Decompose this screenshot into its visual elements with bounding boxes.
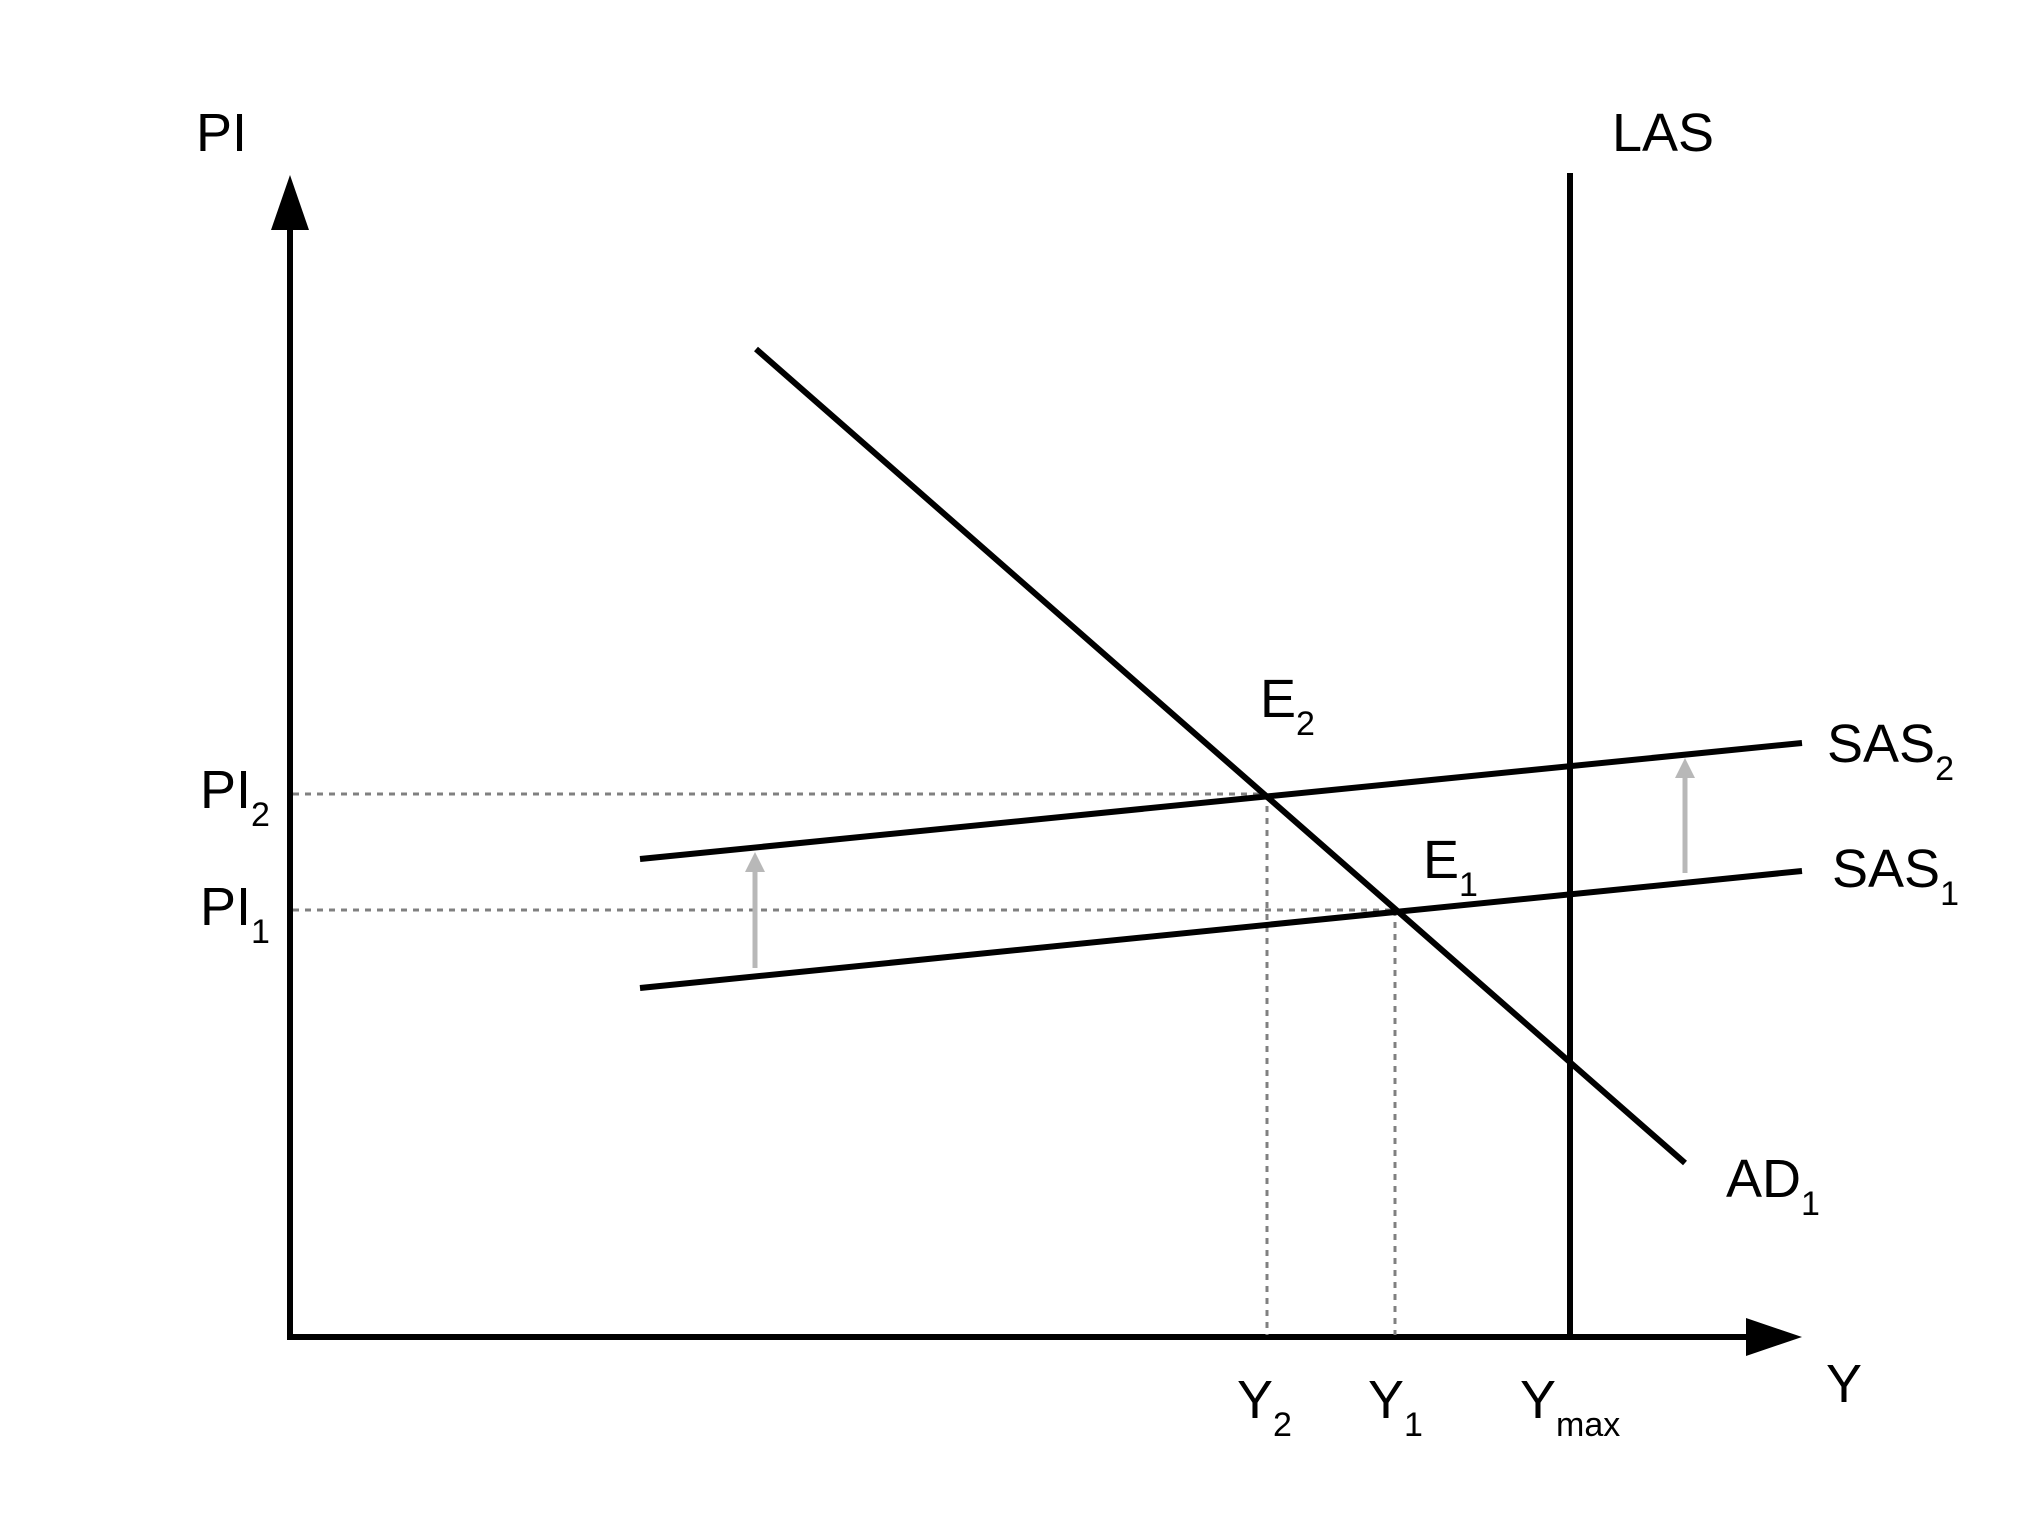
e1-label: E1 (1423, 830, 1478, 904)
ymax-tick-sub: max (1556, 1406, 1620, 1444)
pi1-tick-sub: 1 (251, 913, 270, 951)
y2-tick-sub: 2 (1273, 1406, 1292, 1444)
ymax-tick-label: Ymax (1520, 1370, 1620, 1444)
y1-tick-sub: 1 (1404, 1406, 1423, 1444)
sas1-label-main: SAS (1832, 839, 1940, 899)
las-label: LAS (1612, 103, 1714, 163)
e2-label: E2 (1260, 669, 1315, 743)
y-axis-arrowhead (271, 175, 309, 230)
pi2-tick-sub: 2 (251, 796, 270, 834)
ad-label-main: AD (1726, 1149, 1801, 1209)
pi2-tick-main: PI (200, 760, 251, 820)
pi1-tick-main: PI (200, 877, 251, 937)
sas2-label-main: SAS (1827, 714, 1935, 774)
sas1-label-sub: 1 (1940, 875, 1959, 913)
ad-label: AD1 (1726, 1149, 1820, 1223)
pi1-tick-label: PI1 (200, 877, 270, 951)
x-axis-arrowhead (1746, 1318, 1802, 1356)
y-axis-label: PI (196, 103, 247, 163)
ad-label-sub: 1 (1801, 1185, 1820, 1223)
sas2-line (639, 740, 1803, 862)
sas1-line (639, 868, 1803, 991)
e1-label-sub: 1 (1459, 866, 1478, 904)
ymax-tick-main: Y (1520, 1370, 1556, 1430)
sas2-label: SAS2 (1827, 714, 1954, 788)
sas1-label: SAS1 (1832, 839, 1959, 913)
x-axis-label: Y (1826, 1354, 1862, 1414)
pi2-tick-label: PI2 (200, 760, 270, 834)
sas2-label-sub: 2 (1935, 750, 1954, 788)
e2-label-sub: 2 (1296, 705, 1315, 743)
y1-tick-main: Y (1368, 1370, 1404, 1430)
y1-tick-label: Y1 (1368, 1370, 1423, 1444)
e2-label-main: E (1260, 669, 1296, 729)
e1-label-main: E (1423, 830, 1459, 890)
ad-line (754, 346, 1687, 1166)
y2-tick-main: Y (1237, 1370, 1273, 1430)
y2-tick-label: Y2 (1237, 1370, 1292, 1444)
